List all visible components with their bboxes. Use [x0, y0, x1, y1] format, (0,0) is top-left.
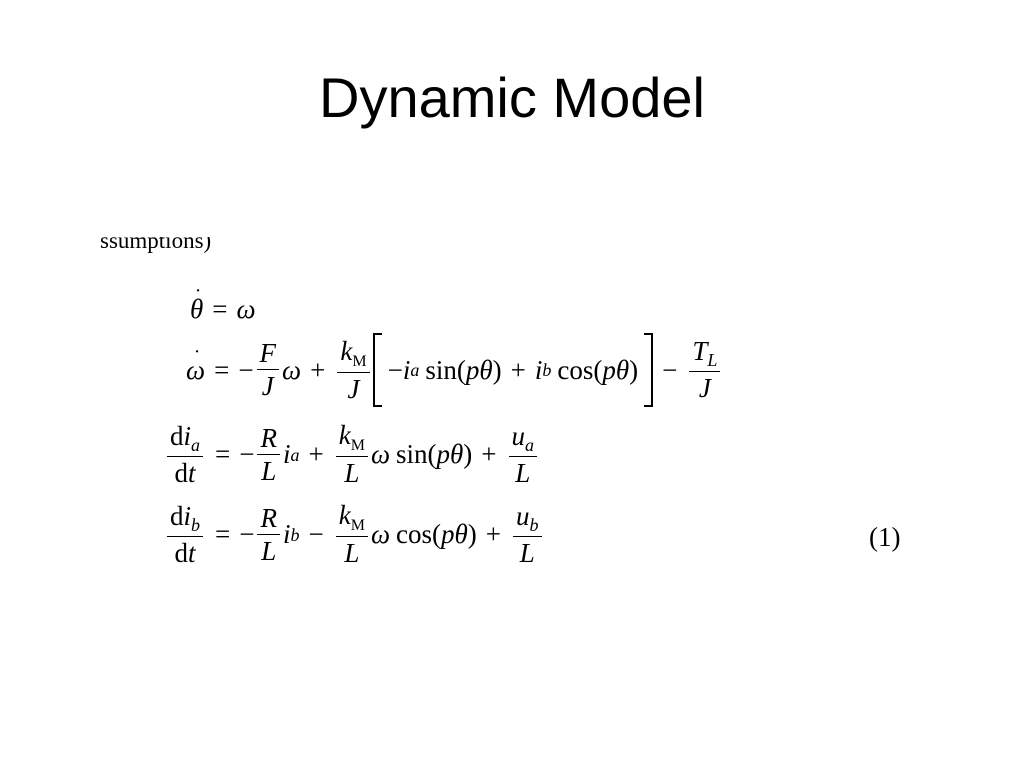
- cropped-text-fragment: ssumptions): [100, 228, 212, 253]
- equation-number: (1): [869, 522, 901, 552]
- equation-theta-dot: θ˙ = ω: [190, 284, 256, 324]
- slide-title: Dynamic Model: [319, 66, 705, 129]
